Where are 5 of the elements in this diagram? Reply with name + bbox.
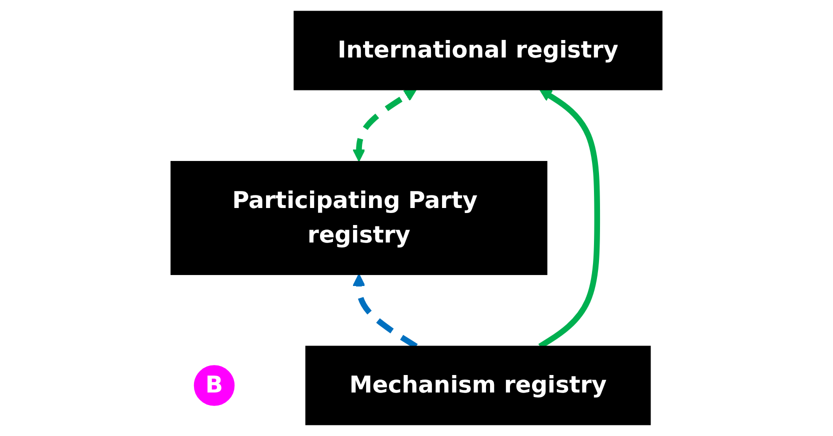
node-box: Participating Party registry — [170, 160, 548, 276]
node-box: International registry — [294, 10, 662, 90]
arrow — [352, 88, 417, 162]
node-circle: B — [194, 365, 235, 406]
node-box: Mechanism registry — [305, 346, 651, 426]
